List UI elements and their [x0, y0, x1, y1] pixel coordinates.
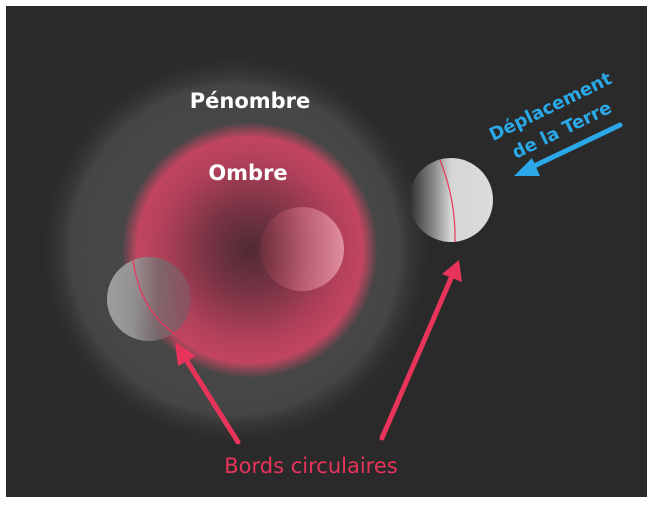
motion-arrow — [514, 122, 623, 176]
moon-right-edge — [409, 158, 493, 243]
moon-center — [260, 207, 344, 291]
umbra-label: Ombre — [208, 161, 287, 185]
edges-label: Bords circulaires — [224, 454, 397, 478]
edge-arrow-left — [175, 342, 241, 445]
penumbra-label: Pénombre — [190, 89, 311, 113]
moon-left-edge — [107, 257, 191, 341]
edge-arrow-right — [379, 260, 462, 441]
